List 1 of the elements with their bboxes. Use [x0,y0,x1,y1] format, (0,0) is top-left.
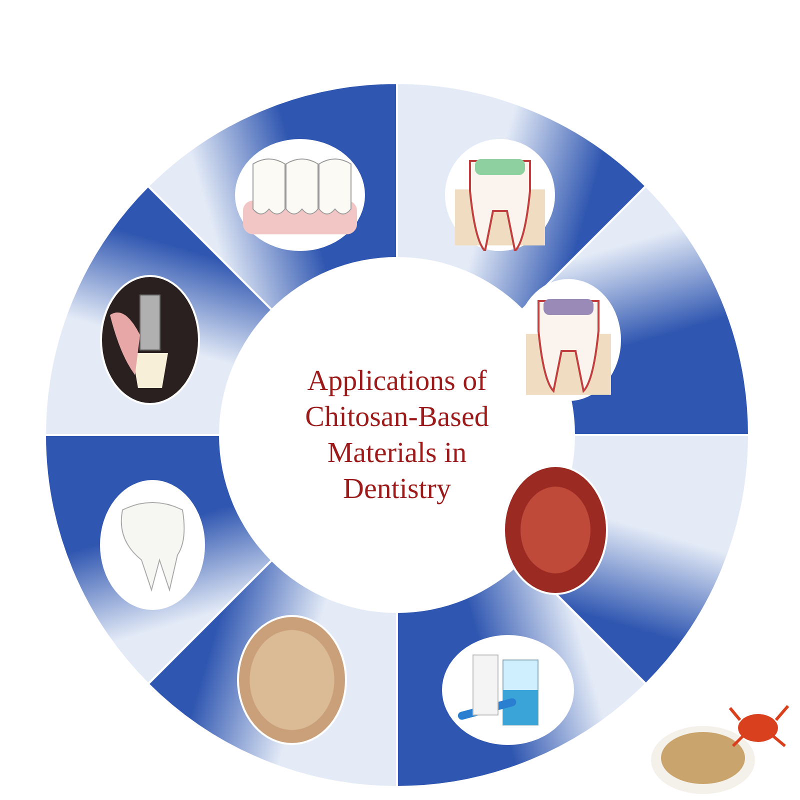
title-text: Applications of Chitosan-Based Materials in Dentistry [304,364,490,508]
